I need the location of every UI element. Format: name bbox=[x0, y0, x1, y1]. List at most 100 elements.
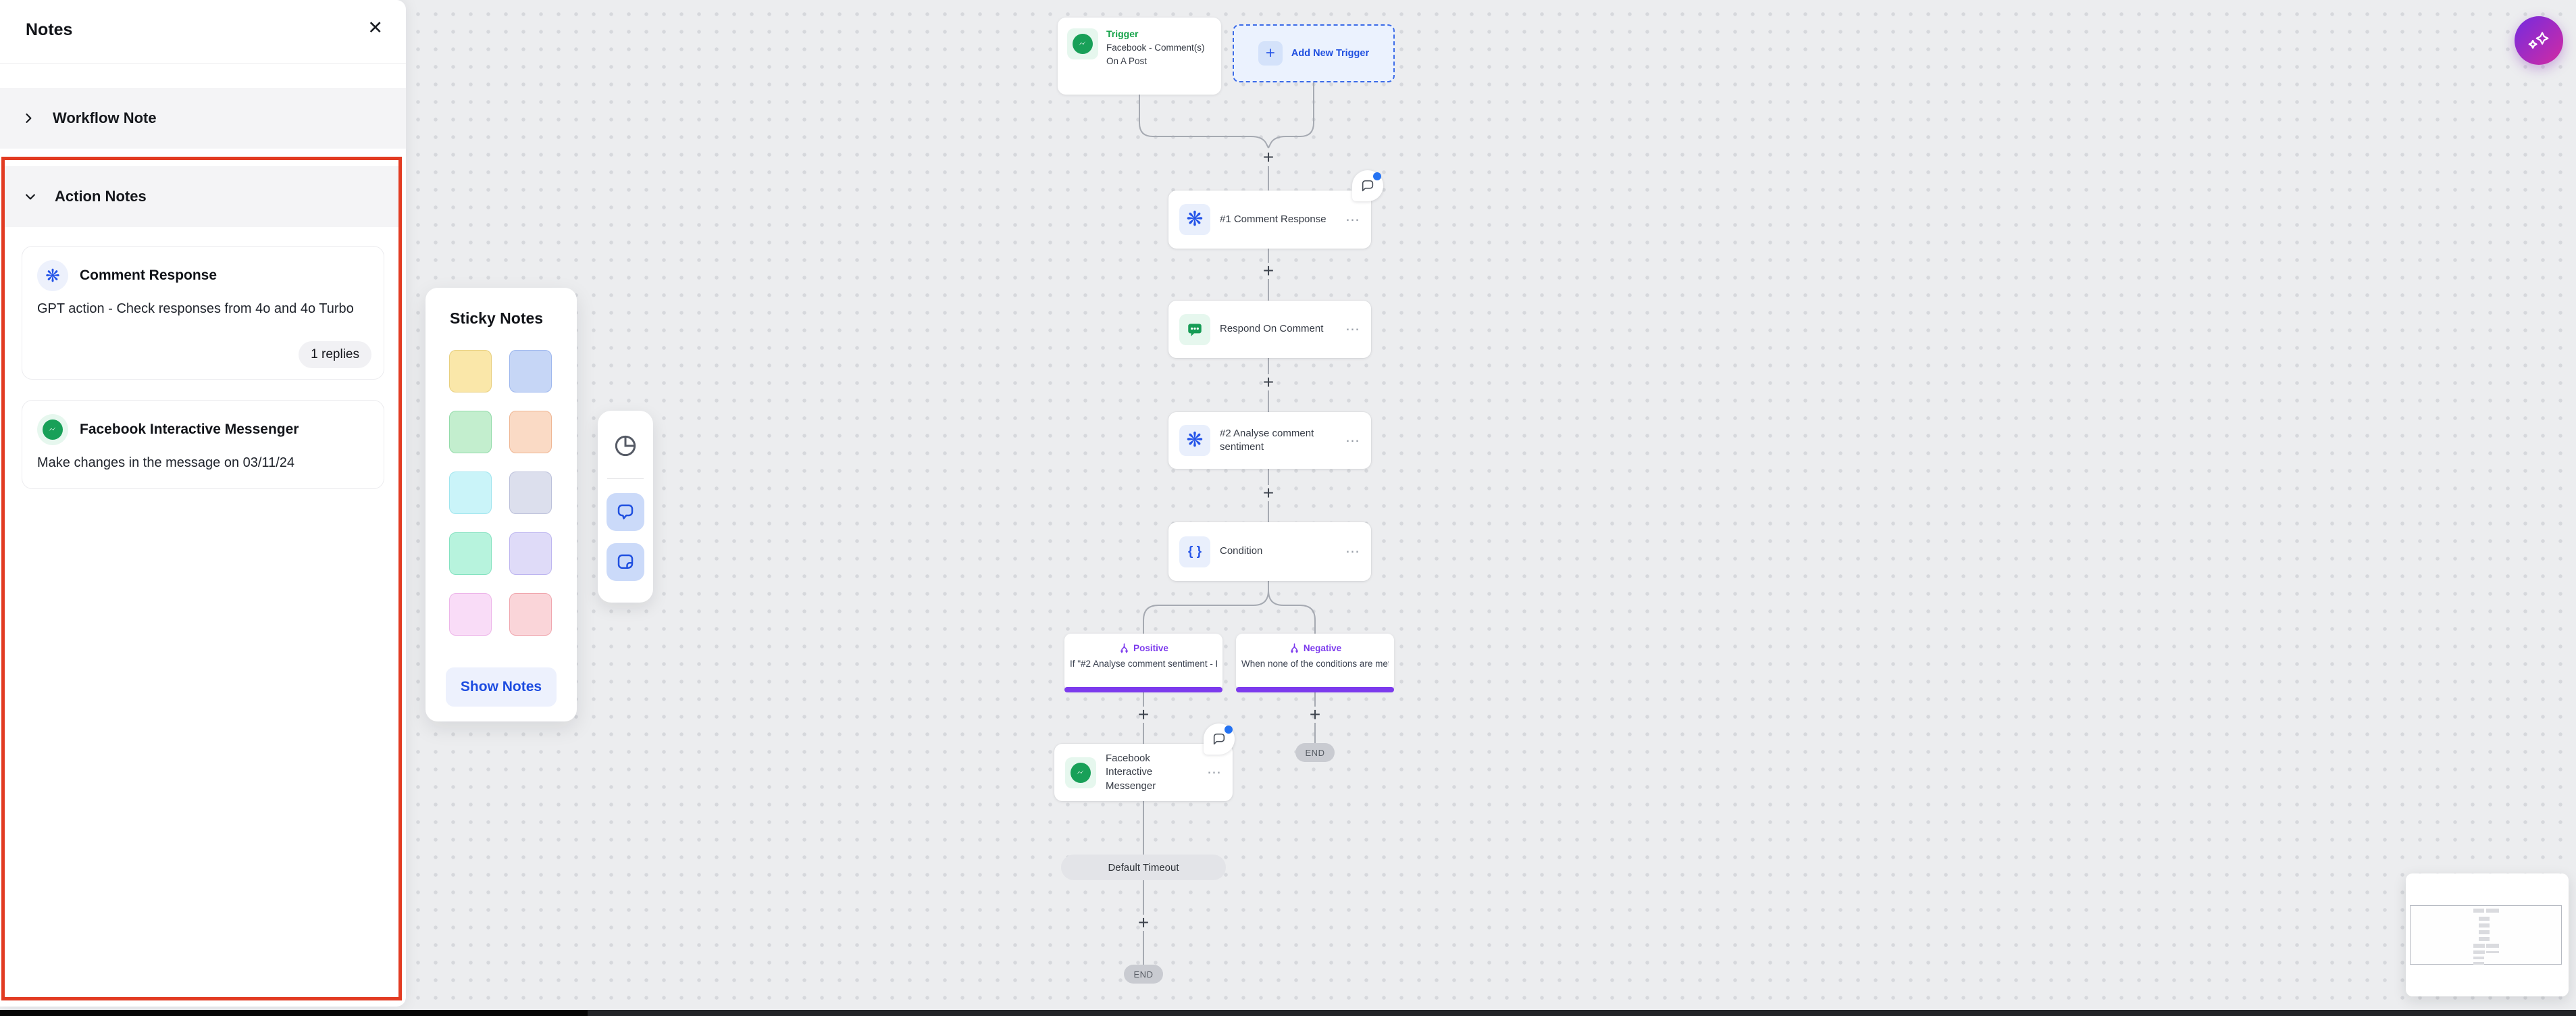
note-body: GPT action - Check responses from 4o and… bbox=[37, 301, 354, 316]
chevron-down-icon bbox=[26, 194, 35, 200]
sticky-color-cyan[interactable] bbox=[449, 472, 492, 514]
minimap[interactable] bbox=[2406, 873, 2569, 996]
node-respond-on-comment[interactable]: Respond On Comment ⋯ bbox=[1168, 301, 1371, 358]
add-new-trigger-button[interactable]: + Add New Trigger bbox=[1233, 24, 1395, 82]
sticky-color-blue[interactable] bbox=[509, 350, 552, 392]
sticky-color-yellow[interactable] bbox=[449, 350, 492, 392]
pie-chart-icon bbox=[615, 435, 636, 457]
node-label: #2 Analyse comment sentiment bbox=[1220, 427, 1314, 453]
branch-accent-bar bbox=[1064, 687, 1222, 692]
messenger-icon bbox=[1067, 28, 1098, 59]
branch-description: When none of the conditions are met bbox=[1241, 659, 1389, 669]
sticky-color-gray-lavender[interactable] bbox=[509, 472, 552, 514]
end-marker: END bbox=[1295, 743, 1335, 762]
note-body: Make changes in the message on 03/11/24 bbox=[37, 455, 294, 470]
unread-dot bbox=[1225, 726, 1233, 734]
sticky-color-pink[interactable] bbox=[449, 593, 492, 636]
sticky-notes-panel: Sticky Notes Show Notes bbox=[426, 288, 577, 721]
note-card-fb-messenger[interactable]: Facebook Interactive Messenger Make chan… bbox=[22, 400, 384, 489]
branch-negative[interactable]: Negative When none of the conditions are… bbox=[1236, 634, 1394, 692]
node-label: Respond On Comment bbox=[1220, 323, 1324, 335]
sticky-color-mint[interactable] bbox=[449, 532, 492, 575]
node-label: Condition bbox=[1220, 545, 1263, 557]
section-label: Workflow Note bbox=[53, 109, 157, 126]
section-action-notes[interactable]: Action Notes bbox=[2, 166, 401, 227]
show-notes-button[interactable]: Show Notes bbox=[446, 667, 557, 707]
sticky-color-lilac[interactable] bbox=[509, 532, 552, 575]
note-title: Facebook Interactive Messenger bbox=[80, 422, 299, 437]
tool-rail bbox=[598, 411, 653, 603]
note-title: Comment Response bbox=[80, 268, 217, 283]
branch-fork-icon bbox=[1120, 643, 1129, 654]
sticky-color-green[interactable] bbox=[449, 411, 492, 453]
add-step-button[interactable]: + bbox=[1262, 482, 1274, 503]
openai-icon: ❋ bbox=[37, 260, 68, 291]
node-label: #1 Comment Response bbox=[1220, 213, 1326, 225]
unread-dot bbox=[1373, 172, 1381, 180]
sparkles-icon bbox=[2528, 32, 2549, 49]
node-menu-button[interactable]: ⋯ bbox=[1345, 322, 1360, 337]
note-badge[interactable] bbox=[1352, 170, 1383, 201]
branch-description: If "#2 Analyse comment sentiment - R... bbox=[1070, 659, 1217, 669]
node-condition[interactable]: { } Condition ⋯ bbox=[1168, 522, 1371, 581]
comments-tool-button[interactable] bbox=[607, 493, 644, 531]
minimap-viewport[interactable] bbox=[2410, 905, 2562, 965]
node-comment-response[interactable]: ❋ #1 Comment Response ⋯ bbox=[1168, 190, 1371, 249]
messenger-icon bbox=[1065, 757, 1096, 788]
note-card-comment-response[interactable]: ❋ Comment Response GPT action - Check re… bbox=[22, 246, 384, 380]
sticky-color-grid bbox=[449, 350, 552, 636]
branch-positive[interactable]: Positive If "#2 Analyse comment sentimen… bbox=[1064, 634, 1222, 692]
respond-comment-icon bbox=[1179, 313, 1210, 345]
node-analyse-sentiment[interactable]: ❋ #2 Analyse comment sentiment ⋯ bbox=[1168, 412, 1371, 469]
node-menu-button[interactable]: ⋯ bbox=[1345, 544, 1360, 559]
node-fb-interactive-messenger[interactable]: Facebook Interactive Messenger ⋯ bbox=[1054, 744, 1233, 801]
section-workflow-note[interactable]: Workflow Note bbox=[0, 88, 406, 149]
node-label: Facebook Interactive Messenger bbox=[1106, 753, 1156, 792]
sticky-color-peach[interactable] bbox=[509, 411, 552, 453]
divider bbox=[607, 478, 644, 479]
branch-label: Positive bbox=[1133, 643, 1168, 653]
sticky-notes-tool-button[interactable] bbox=[607, 543, 644, 581]
analytics-button[interactable] bbox=[607, 427, 644, 465]
bottom-scrollbar bbox=[0, 1010, 2576, 1016]
add-step-button[interactable]: + bbox=[1137, 704, 1150, 725]
node-menu-button[interactable]: ⋯ bbox=[1345, 211, 1360, 228]
plus-icon: + bbox=[1258, 41, 1283, 66]
notes-panel: Notes ✕ Workflow Note Action Notes ❋ Com… bbox=[0, 0, 406, 1007]
replies-badge[interactable]: 1 replies bbox=[299, 341, 371, 368]
end-marker: END bbox=[1124, 965, 1163, 984]
sticky-note-icon bbox=[617, 554, 634, 569]
scrollbar-thumb[interactable] bbox=[0, 1010, 588, 1016]
add-step-button[interactable]: + bbox=[1309, 704, 1321, 725]
comment-bubble-icon bbox=[1213, 733, 1225, 745]
comment-bubble-icon bbox=[1362, 180, 1374, 192]
add-new-trigger-label: Add New Trigger bbox=[1291, 48, 1370, 59]
add-step-button[interactable]: + bbox=[1262, 147, 1274, 168]
divider bbox=[0, 63, 406, 64]
ai-assistant-button[interactable] bbox=[2515, 16, 2563, 65]
condition-braces-icon: { } bbox=[1179, 536, 1210, 567]
add-step-button[interactable]: + bbox=[1262, 260, 1274, 281]
openai-icon: ❋ bbox=[1179, 204, 1210, 235]
branch-label: Negative bbox=[1303, 643, 1342, 653]
notes-panel-title: Notes bbox=[26, 20, 73, 39]
sticky-notes-title: Sticky Notes bbox=[450, 309, 544, 327]
branch-fork-icon bbox=[1290, 643, 1298, 654]
trigger-tag: Trigger bbox=[1106, 28, 1139, 39]
trigger-node[interactable]: Trigger Facebook - Comment(s) On A Post bbox=[1058, 18, 1221, 95]
chevron-right-icon bbox=[26, 113, 32, 123]
section-label: Action Notes bbox=[55, 188, 147, 205]
branch-accent-bar bbox=[1236, 687, 1394, 692]
node-menu-button[interactable]: ⋯ bbox=[1207, 765, 1222, 780]
note-badge[interactable] bbox=[1204, 723, 1235, 755]
comment-bubble-icon bbox=[617, 504, 634, 519]
default-timeout-pill[interactable]: Default Timeout bbox=[1061, 855, 1226, 880]
add-step-button[interactable]: + bbox=[1262, 372, 1274, 392]
trigger-title: Facebook - Comment(s) On A Post bbox=[1106, 43, 1205, 66]
sticky-color-rose[interactable] bbox=[509, 593, 552, 636]
openai-icon: ❋ bbox=[1179, 425, 1210, 456]
node-menu-button[interactable]: ⋯ bbox=[1345, 432, 1360, 449]
add-step-button[interactable]: + bbox=[1137, 912, 1150, 933]
close-icon[interactable]: ✕ bbox=[367, 18, 383, 38]
